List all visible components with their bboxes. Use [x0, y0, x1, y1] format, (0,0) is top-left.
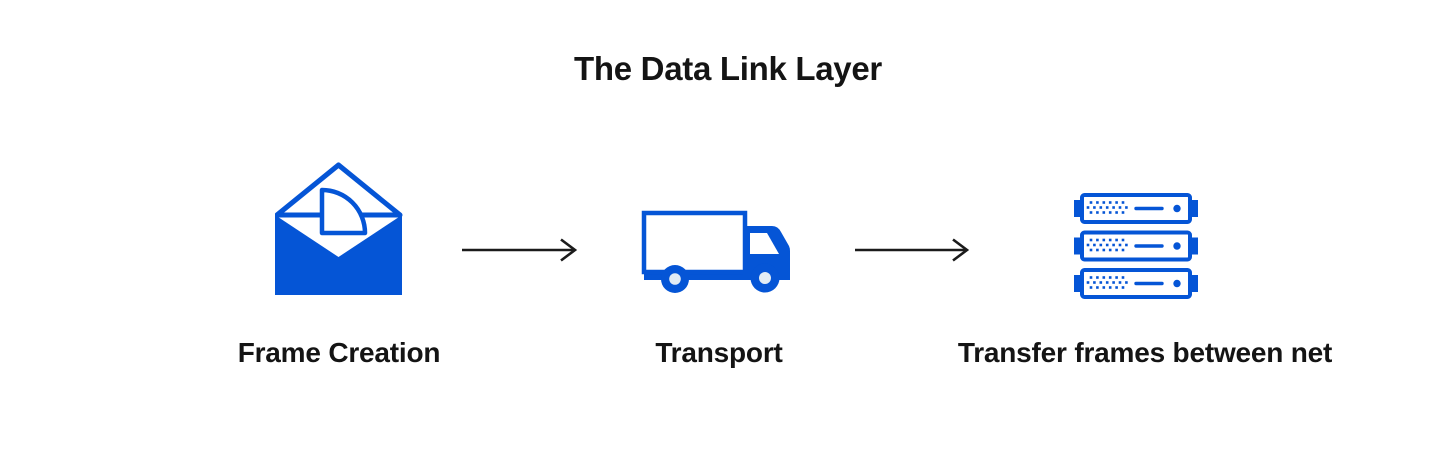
truck-front-hub [759, 272, 771, 284]
node-label-frame-creation: Frame Creation [237, 337, 441, 368]
truck-rear-hub [669, 273, 681, 285]
node-label-transport: Transport [655, 337, 783, 368]
server-unit-3 [1072, 268, 1200, 299]
delivery-truck-icon [641, 210, 796, 305]
truck-cargo-box [641, 210, 748, 275]
diagram-title: The Data Link Layer [574, 50, 882, 87]
server-unit-2 [1072, 230, 1200, 262]
arrow-right-icon [459, 234, 581, 271]
arrow-right-icon [853, 234, 975, 271]
truck-chassis [644, 270, 756, 280]
node-label-transfer-frames: Transfer frames between net [957, 337, 1333, 368]
open-envelope-frame-icon [274, 162, 403, 301]
server-unit-1 [1072, 193, 1200, 224]
server-stack-icon [1072, 193, 1200, 310]
truck-window [750, 233, 779, 254]
frame-paper [319, 187, 368, 236]
envelope-opening [275, 215, 402, 257]
